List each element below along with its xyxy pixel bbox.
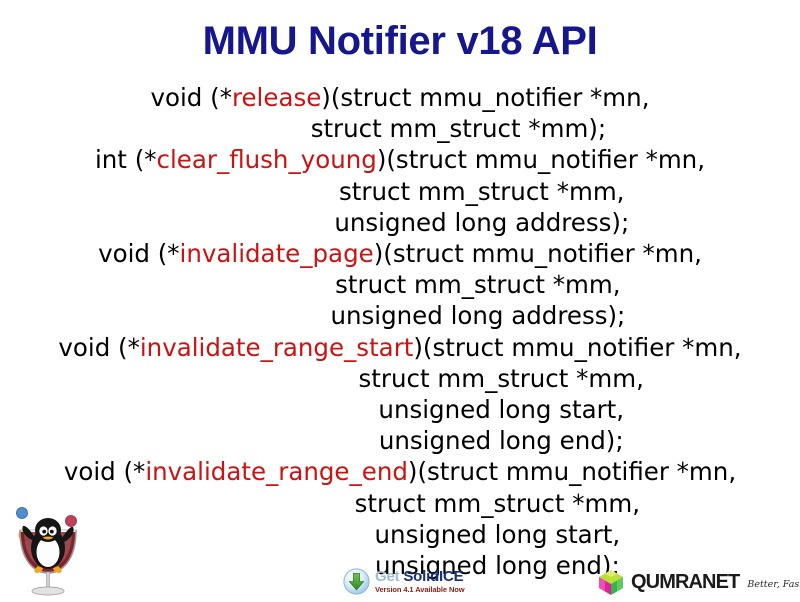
code-text: )(struct mmu_notifier *mn, [376,145,706,175]
code-indent [171,208,335,237]
callback-name: invalidate_range_start [139,332,414,362]
qumranet-cube-icon [596,568,626,596]
code-line: unsigned long start, [0,519,800,550]
code-text: void (* [58,332,140,362]
code-line-text: struct mm_struct *mm); [194,113,606,144]
code-text: unsigned long end); [374,551,620,581]
code-indent [160,489,355,518]
code-line-text: void (*invalidate_range_end)(struct mmu_… [64,456,736,487]
api-code-listing: void (*release)(struct mmu_notifier *mn,… [0,82,800,581]
solidice-title: Get SolidICE [375,569,464,584]
code-line-text: unsigned long end); [176,425,624,456]
code-line-text: struct mm_struct *mm, [176,176,625,207]
tux-penguin-in-wine-glass-icon [8,486,100,598]
solidice-logo[interactable]: Get SolidICE Version 4.1 Available Now [343,566,465,596]
code-line-text: unsigned long start, [180,519,621,550]
code-text: )(struct mmu_notifier *mn, [413,332,742,362]
code-indent [179,270,335,299]
code-line-text: unsigned long address); [171,207,629,238]
qumranet-name: QUMRANET [631,570,740,593]
code-line: void (*release)(struct mmu_notifier *mn, [0,82,800,113]
code-text: struct mm_struct *mm); [310,114,607,144]
code-text: struct mm_struct *mm, [335,270,621,300]
solidice-text-block: Get SolidICE Version 4.1 Available Now [375,569,465,594]
code-line: unsigned long end); [0,425,800,456]
code-line-text: unsigned long end); [180,550,620,581]
callback-name: invalidate_range_end [145,457,408,487]
code-line-text: struct mm_struct *mm, [160,488,640,519]
solidice-version-label: Version 4.1 Available Now [375,584,465,594]
code-line-text: struct mm_struct *mm, [179,269,620,300]
page-title: MMU Notifier v18 API [202,19,598,63]
code-line: unsigned long start, [0,394,800,425]
code-line: int (*clear_flush_young)(struct mmu_noti… [0,144,800,175]
code-line: struct mm_struct *mm, [0,363,800,394]
code-text: int (* [94,145,157,175]
qumranet-logo[interactable]: QUMRANET Better, Faster, Open [596,568,800,596]
code-line-text: unsigned long start, [176,394,624,425]
solidice-get-label: Get [375,567,400,585]
code-text: unsigned long address); [330,301,626,331]
code-line-text: struct mm_struct *mm, [156,363,644,394]
code-line-text: void (*release)(struct mmu_notifier *mn, [151,82,650,113]
code-text: struct mm_struct *mm, [358,363,644,393]
code-text: unsigned long start, [378,395,625,425]
code-line: unsigned long address); [0,207,800,238]
code-text: unsigned long end); [378,426,624,456]
code-text: void (* [150,83,232,112]
code-line: unsigned long address); [0,300,800,331]
code-text: struct mm_struct *mm, [354,488,641,518]
code-text: struct mm_struct *mm, [339,176,625,206]
code-line: struct mm_struct *mm, [0,176,800,207]
code-line: unsigned long end); [0,550,800,581]
code-text: )(struct mmu_notifier *mn, [321,83,650,112]
callback-name: release [231,83,322,112]
callback-name: clear_flush_young [156,145,377,175]
code-line: void (*invalidate_page)(struct mmu_notif… [0,238,800,269]
code-line: void (*invalidate_range_end)(struct mmu_… [0,456,800,487]
code-indent [194,114,311,143]
code-text: )(struct mmu_notifier *mn, [407,457,737,487]
code-indent [175,301,331,330]
code-line-text: unsigned long address); [175,300,626,331]
code-line: struct mm_struct *mm, [0,488,800,519]
code-text: unsigned long address); [334,207,630,237]
code-indent [156,364,358,393]
code-indent [176,395,378,424]
code-text: unsigned long start, [374,519,621,549]
code-indent [176,426,378,455]
code-text: void (* [63,457,146,487]
solidice-product-label: SolidICE [403,567,464,585]
callback-name: invalidate_page [179,239,374,269]
code-indent [180,520,375,549]
qumranet-tagline: Better, Faster, Open [747,578,800,590]
code-text: void (* [98,239,180,269]
code-line-text: void (*invalidate_page)(struct mmu_notif… [98,238,702,269]
code-line: struct mm_struct *mm, [0,269,800,300]
download-arrow-icon [343,567,370,595]
code-indent [176,177,340,206]
code-line-text: int (*clear_flush_young)(struct mmu_noti… [95,144,705,175]
code-line: struct mm_struct *mm); [0,113,800,144]
code-line-text: void (*invalidate_range_start)(struct mm… [58,332,741,363]
code-text: )(struct mmu_notifier *mn, [373,239,702,269]
code-line: void (*invalidate_range_start)(struct mm… [0,332,800,363]
